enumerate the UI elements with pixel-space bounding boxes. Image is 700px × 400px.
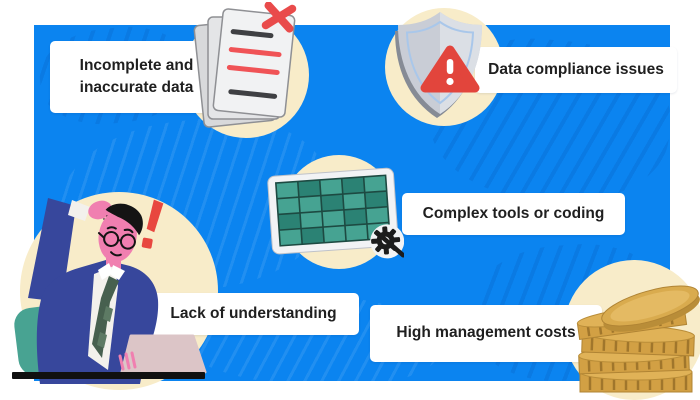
- card-lack-understanding-label: Lack of understanding: [170, 304, 337, 322]
- card-compliance: Data compliance issues: [475, 47, 677, 93]
- documents-error-icon: [193, 2, 297, 128]
- card-management-costs-label: High management costs: [396, 324, 576, 342]
- card-incomplete-data-label: Incomplete and inaccurate data: [79, 56, 194, 96]
- red-x-icon: [261, 2, 297, 33]
- coins-stack-icon: [576, 285, 700, 393]
- confused-person-illustration: [12, 198, 207, 384]
- card-management-costs: High management costs: [370, 305, 602, 362]
- card-incomplete-data: Incomplete and inaccurate data: [50, 41, 223, 113]
- desk-bar: [12, 372, 205, 379]
- exclamation-icon: [141, 199, 164, 249]
- warning-triangle-icon: [420, 45, 480, 93]
- card-complex-tools-label: Complex tools or coding: [422, 204, 605, 222]
- gear-wrench-icon: [371, 226, 404, 258]
- spreadsheet-gear-icon: [267, 167, 404, 259]
- card-compliance-label: Data compliance issues: [488, 60, 664, 78]
- card-lack-understanding: Lack of understanding: [148, 293, 359, 335]
- card-complex-tools: Complex tools or coding: [402, 193, 625, 235]
- laptop-shape: [120, 334, 207, 374]
